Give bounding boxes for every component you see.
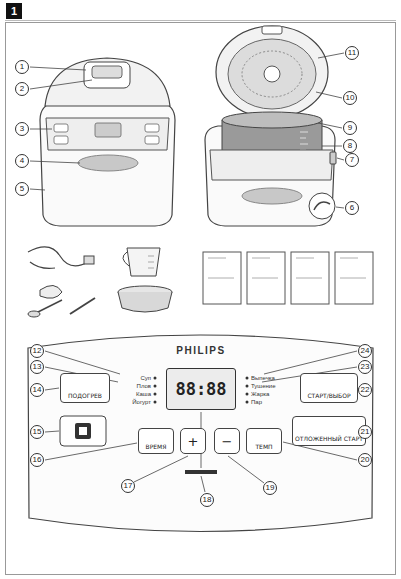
mode-label: Пар bbox=[251, 399, 262, 406]
callout-number: 5 bbox=[15, 182, 29, 196]
callout-number: 17 bbox=[121, 479, 135, 493]
delay-button: ОТЛОЖЕННЫЙ СТАРТ bbox=[292, 416, 366, 446]
button-text: 88:88 bbox=[175, 379, 226, 399]
mode-label: Каша bbox=[136, 391, 151, 398]
callout-number: 11 bbox=[345, 46, 359, 60]
keep-warm-button: ПОДОГРЕВ bbox=[60, 373, 110, 403]
callout-number: 22 bbox=[358, 383, 372, 397]
callout-number: 21 bbox=[358, 425, 372, 439]
temp-button: ТЕМП bbox=[246, 428, 282, 454]
callout-number: 19 bbox=[263, 481, 277, 495]
callout-number: 2 bbox=[15, 82, 29, 96]
callout-number: 12 bbox=[30, 344, 44, 358]
button-text: 1 bbox=[11, 5, 17, 17]
callout-number: 4 bbox=[15, 154, 29, 168]
button-text: ВРЕМЯ bbox=[146, 443, 167, 450]
callout-number: 14 bbox=[30, 383, 44, 397]
callout-number: 13 bbox=[30, 360, 44, 374]
callout-number: 15 bbox=[30, 425, 44, 439]
mode-label: Суп bbox=[140, 375, 151, 382]
callout-number: 20 bbox=[358, 453, 372, 467]
minus-button: − bbox=[214, 428, 240, 454]
mode-label: Выпечка bbox=[251, 375, 275, 382]
mode-label: Йогурт bbox=[132, 399, 151, 406]
figure-number: 1 bbox=[6, 3, 22, 19]
callout-number: 24 bbox=[358, 344, 372, 358]
mode-label: Жарка bbox=[251, 391, 269, 398]
callout-number: 16 bbox=[30, 453, 44, 467]
start-button: СТАРТ/ВЫБОР bbox=[300, 373, 358, 403]
mode-label: Тушение bbox=[251, 383, 275, 390]
button-text: − bbox=[222, 434, 233, 449]
callout-number: 7 bbox=[345, 153, 359, 167]
callout-number: 18 bbox=[200, 493, 214, 507]
callout-number: 9 bbox=[343, 121, 357, 135]
button-text: ТЕМП bbox=[255, 443, 272, 450]
brand-logo: PHILIPS bbox=[176, 345, 225, 356]
button-text: СТАРТ/ВЫБОР bbox=[307, 392, 350, 399]
button-text: ОТЛОЖЕННЫЙ СТАРТ bbox=[295, 435, 363, 442]
mode-label: Плов bbox=[137, 383, 151, 390]
display: 88:88 bbox=[166, 368, 236, 410]
plus-button: + bbox=[180, 428, 206, 454]
button-text: + bbox=[188, 434, 199, 449]
callout-number: 1 bbox=[15, 60, 29, 74]
callout-number: 6 bbox=[345, 201, 359, 215]
callout-number: 10 bbox=[343, 91, 357, 105]
callout-number: 23 bbox=[358, 360, 372, 374]
callout-number: 3 bbox=[15, 122, 29, 136]
callout-number: 8 bbox=[343, 139, 357, 153]
button-text: ПОДОГРЕВ bbox=[68, 392, 102, 399]
time-button: ВРЕМЯ bbox=[138, 428, 174, 454]
